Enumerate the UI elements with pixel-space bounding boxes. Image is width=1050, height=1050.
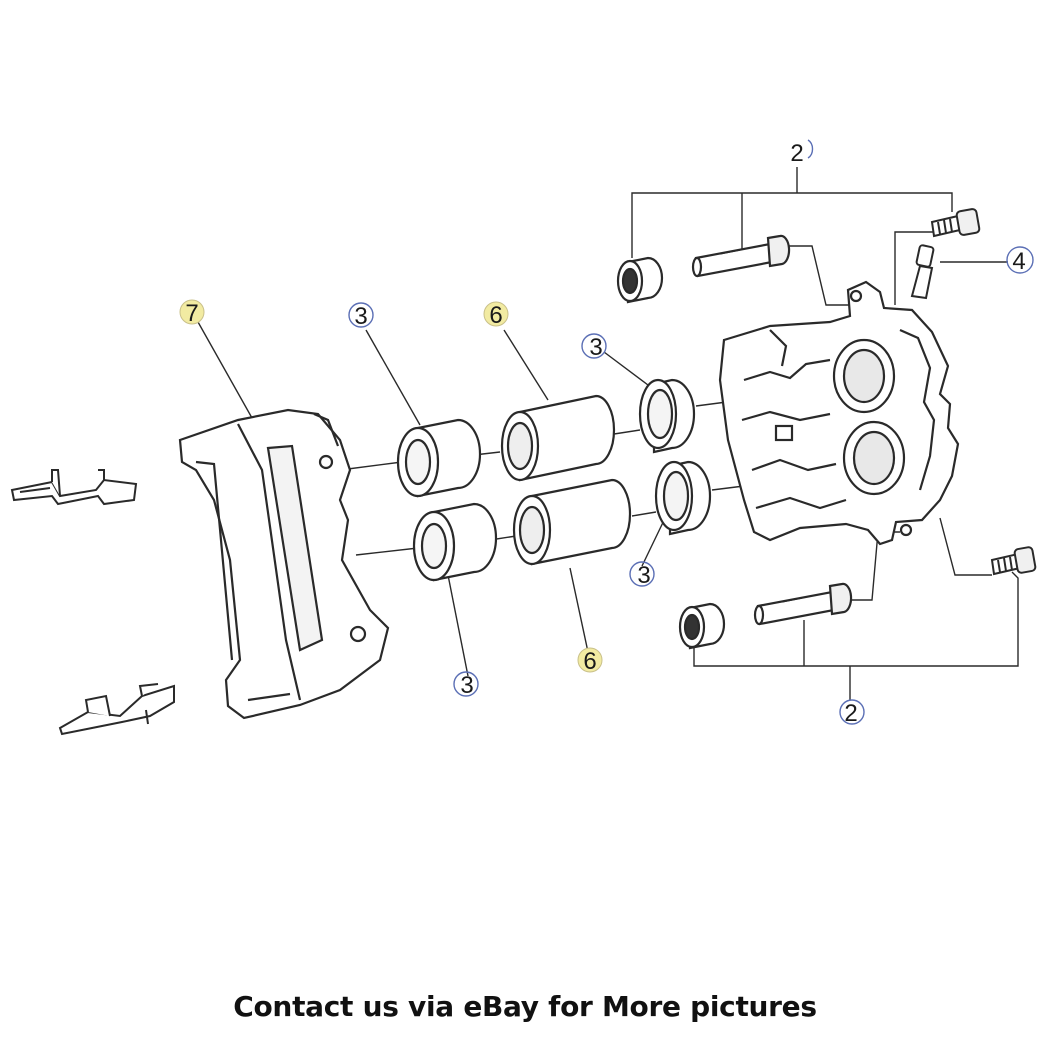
anti-rattle-clip-upper xyxy=(10,469,138,506)
caliper-mounting-bracket xyxy=(178,408,390,720)
guide-pin-lower xyxy=(753,582,853,626)
footer-contact-text: Contact us via eBay for More pictures xyxy=(233,990,817,1023)
svg-text:3: 3 xyxy=(460,672,473,699)
callout-3-c: 3 xyxy=(629,561,655,589)
leader-lines xyxy=(197,167,1019,700)
callout-3-d: 3 xyxy=(453,671,479,699)
callout-3-b: 3 xyxy=(581,333,607,361)
callout-7: 7 xyxy=(179,299,205,327)
svg-text:6: 6 xyxy=(489,302,502,329)
callout-6-a: 6 xyxy=(483,301,509,329)
svg-text:2: 2 xyxy=(844,700,857,727)
callouts: 2 4 7 3 6 3 3 3 xyxy=(179,139,1034,727)
callout-3-a: 3 xyxy=(348,302,374,330)
svg-text:4: 4 xyxy=(1012,248,1025,275)
svg-text:3: 3 xyxy=(589,334,602,361)
callout-6-b: 6 xyxy=(577,647,603,675)
svg-text:7: 7 xyxy=(185,300,198,327)
caliper-housing xyxy=(718,280,960,546)
piston-lower xyxy=(512,478,632,566)
callout-2-bottom: 2 xyxy=(839,699,865,727)
callout-2-top: 2 xyxy=(790,139,814,167)
bolt-lower-right xyxy=(990,546,1037,576)
anti-rattle-clip-lower xyxy=(58,683,175,736)
guide-pin-upper xyxy=(691,234,791,278)
piston-seal-upper-left xyxy=(396,418,482,498)
callout-4: 4 xyxy=(1006,246,1034,275)
bolt-upper-right xyxy=(930,208,981,238)
bleeder-screw xyxy=(910,244,935,300)
svg-text:3: 3 xyxy=(637,562,650,589)
piston-seal-lower-right xyxy=(654,460,712,536)
svg-text:3: 3 xyxy=(354,303,367,330)
guide-pin-bushing-upper xyxy=(616,256,664,304)
svg-text:2: 2 xyxy=(790,140,803,167)
svg-text:6: 6 xyxy=(583,648,596,675)
piston-seal-lower-left xyxy=(412,502,498,582)
guide-pin-bushing-lower xyxy=(678,602,726,650)
piston-upper xyxy=(500,394,616,482)
piston-seal-upper-right xyxy=(638,378,696,454)
